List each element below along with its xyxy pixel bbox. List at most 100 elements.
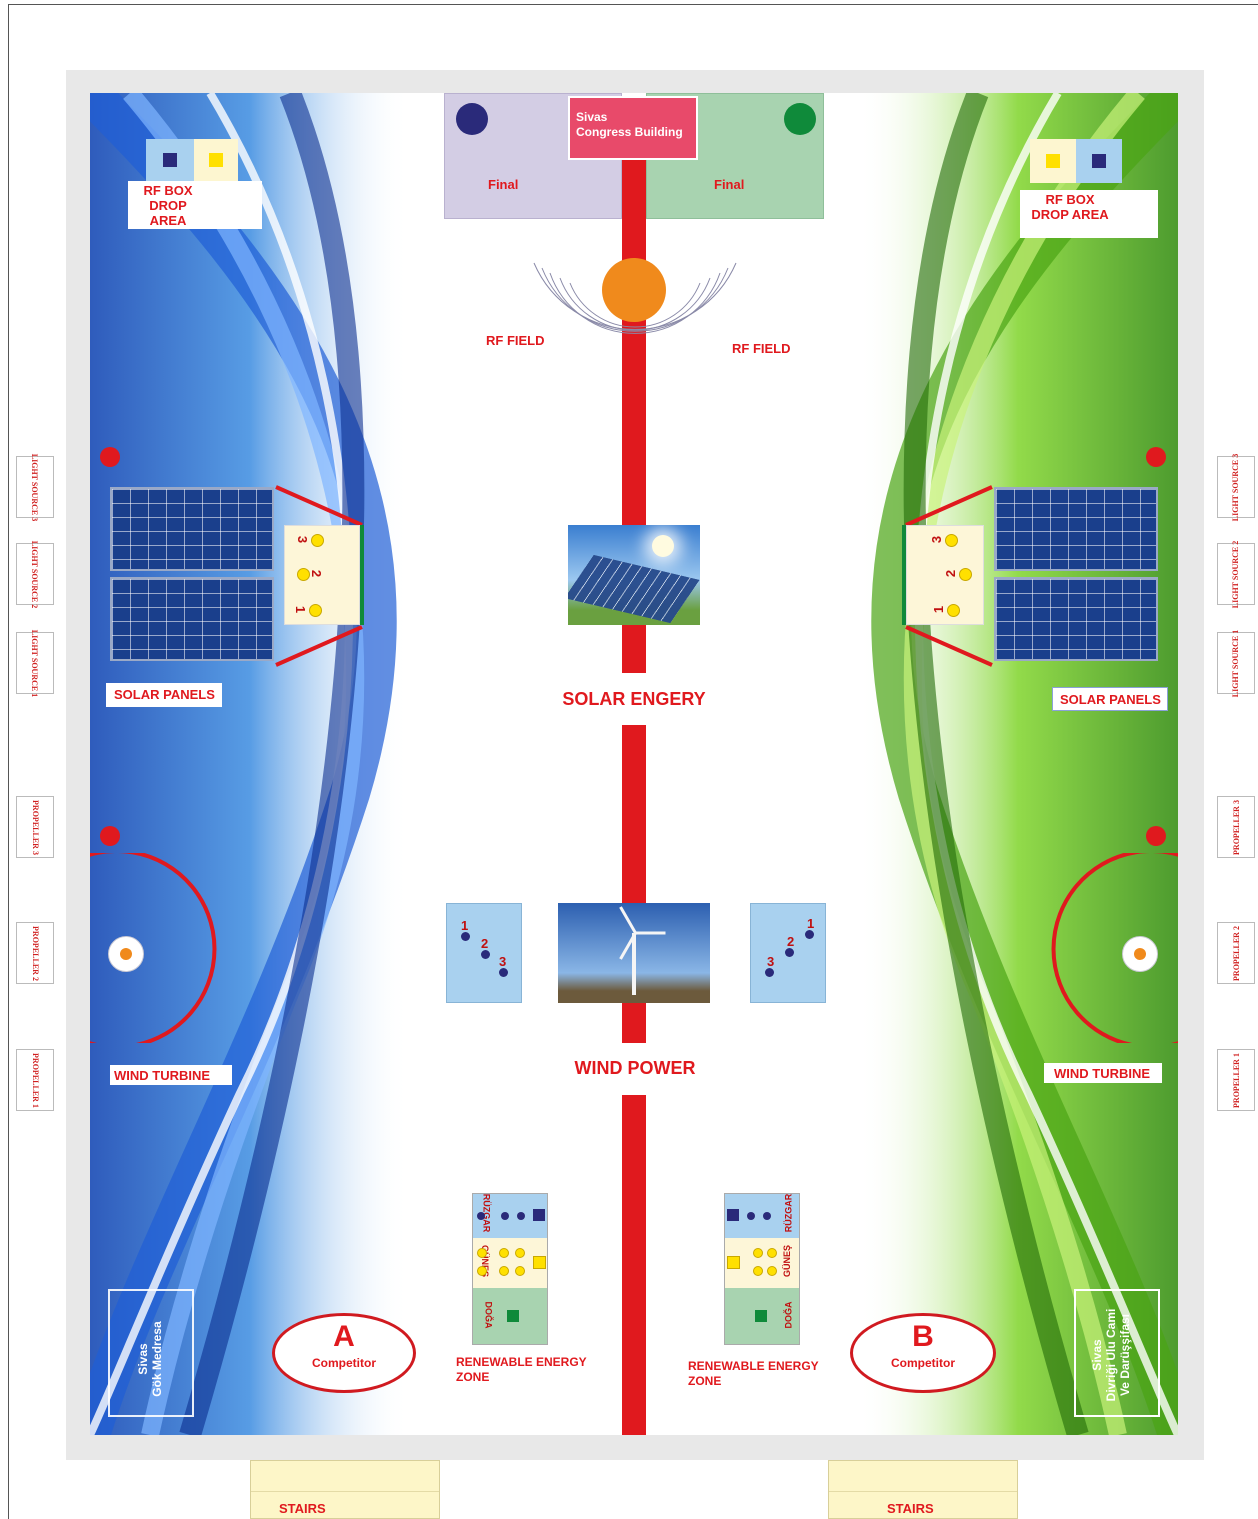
- left-propeller-3: PROPELLER 3: [16, 796, 54, 858]
- right-light-source-2: LIGHT SOURCE 2: [1217, 543, 1255, 605]
- left-propeller-2: PROPELLER 2: [16, 922, 54, 984]
- right-propeller-1-label: PROPELLER 1: [1232, 1053, 1241, 1108]
- blue-team-marker: [456, 103, 488, 135]
- renewable-zone-right: RÜZGAR GÜNEŞ DOĞA: [724, 1193, 800, 1345]
- wind-card-right-dot-1: [805, 930, 814, 939]
- left-wind-start-dot: [100, 826, 120, 846]
- wind-card-right-dot-3: [765, 968, 774, 977]
- left-zone-nature-label: DOĞA: [484, 1302, 494, 1329]
- right-slot-num-2: 2: [943, 570, 958, 577]
- left-zone-caption-line1: RENEWABLE ENERGY: [456, 1355, 587, 1370]
- right-propeller-1: PROPELLER 1: [1217, 1049, 1255, 1111]
- congress-building: Sivas Congress Building: [568, 96, 698, 160]
- wind-power-title: WIND POWER: [530, 1058, 740, 1079]
- right-wind-start-dot: [1146, 826, 1166, 846]
- left-slot-light-3: [311, 534, 324, 547]
- left-wind-label: WIND TURBINE: [114, 1068, 210, 1083]
- right-propeller-3: PROPELLER 3: [1217, 796, 1255, 858]
- wind-card-left-dot-3: [499, 968, 508, 977]
- left-zone-wind-row: RÜZGAR: [473, 1194, 547, 1238]
- wind-card-left-num-3: 3: [499, 954, 506, 969]
- right-zone-nature-label: DOĞA: [784, 1302, 794, 1329]
- wind-card-right-num-3: 3: [767, 954, 774, 969]
- landmark-right-line1: Sivas: [1090, 1295, 1104, 1415]
- left-solar-start-dot: [100, 447, 120, 467]
- wind-card-right: 1 2 3: [750, 903, 826, 1003]
- landmark-left-text: Sivas Gök Medresa: [136, 1309, 164, 1409]
- stairs-left-label: STAIRS: [279, 1501, 326, 1516]
- left-zone-nature-row: DOĞA: [473, 1288, 547, 1344]
- competitor-a-letter: A: [275, 1322, 413, 1352]
- left-light-source-3-label: LIGHT SOURCE 3: [31, 453, 40, 520]
- wind-card-left-dot-2: [481, 950, 490, 959]
- left-propeller-1: PROPELLER 1: [16, 1049, 54, 1111]
- left-light-source-1-label: LIGHT SOURCE 1: [31, 629, 40, 696]
- competitor-b-badge: B Competitor: [850, 1313, 996, 1393]
- landmark-left-line1: Sivas: [136, 1309, 150, 1409]
- right-slot-num-3: 3: [929, 536, 944, 543]
- left-solar-panel-top: [110, 487, 274, 571]
- left-zone-caption-line2: ZONE: [456, 1370, 587, 1385]
- right-propeller-2-label: PROPELLER 2: [1232, 926, 1241, 981]
- right-turbine-hub: [1122, 936, 1158, 972]
- rf-drop-left-line1: RF BOX: [134, 183, 202, 198]
- right-propeller-2: PROPELLER 2: [1217, 922, 1255, 984]
- rf-drop-right-text: RF BOX DROP AREA: [1030, 192, 1110, 222]
- building-line-2: Congress Building: [576, 125, 690, 140]
- stairs-right-label: STAIRS: [887, 1501, 934, 1516]
- wind-card-right-num-2: 2: [787, 934, 794, 949]
- rf-field-right-label: RF FIELD: [732, 341, 791, 356]
- rf-box-slot-yellow-right: [1030, 139, 1076, 183]
- final-right-label: Final: [714, 177, 744, 192]
- wind-card-left-dot-1: [461, 932, 470, 941]
- solar-photo: [568, 525, 700, 625]
- right-zone-wind-label: RÜZGAR: [783, 1194, 793, 1233]
- right-zone-caption-line2: ZONE: [688, 1374, 819, 1389]
- rf-emitter: [602, 258, 666, 322]
- rf-drop-right-line2: DROP AREA: [1030, 207, 1110, 222]
- rf-drop-left-text: RF BOX DROP AREA: [134, 183, 202, 228]
- wind-card-left-num-2: 2: [481, 936, 488, 951]
- left-propeller-1-label: PROPELLER 1: [31, 1053, 40, 1108]
- landmark-right-line2: Divriği Ulu Cami: [1104, 1295, 1118, 1415]
- right-slot-light-1: [947, 604, 960, 617]
- landmark-right-line3: Ve Darüşşifası: [1118, 1295, 1132, 1415]
- left-solar-panel-bottom: [110, 577, 274, 661]
- right-slot-light-3: [945, 534, 958, 547]
- rf-box-slot-blue-left: [146, 139, 194, 181]
- right-solar-start-dot: [1146, 447, 1166, 467]
- right-light-source-2-label: LIGHT SOURCE 2: [1232, 540, 1241, 607]
- competitor-a-badge: A Competitor: [272, 1313, 416, 1393]
- right-slot-light-2: [959, 568, 972, 581]
- left-light-source-2: LIGHT SOURCE 2: [16, 543, 54, 605]
- landmark-left-line2: Gök Medresa: [150, 1309, 164, 1409]
- rf-box-slot-yellow-left: [194, 139, 238, 181]
- right-zone-caption-line1: RENEWABLE ENERGY: [688, 1359, 819, 1374]
- arena-field: Final Final Sivas Congress Building RF B…: [90, 93, 1178, 1435]
- green-team-marker: [784, 103, 816, 135]
- right-light-source-3: LIGHT SOURCE 3: [1217, 456, 1255, 518]
- left-light-source-1: LIGHT SOURCE 1: [16, 632, 54, 694]
- right-solar-green-edge: [902, 525, 906, 625]
- landmark-left: Sivas Gök Medresa: [108, 1289, 194, 1417]
- left-light-source-3: LIGHT SOURCE 3: [16, 456, 54, 518]
- rf-box-slot-blue-right: [1076, 139, 1122, 183]
- left-light-source-2-label: LIGHT SOURCE 2: [31, 540, 40, 607]
- left-slot-light-2: [297, 568, 310, 581]
- right-zone-nature-row: DOĞA: [725, 1288, 799, 1344]
- left-zone-caption: RENEWABLE ENERGY ZONE: [456, 1355, 587, 1385]
- right-light-slot-card: 3 2 1: [906, 525, 984, 625]
- wind-turbine-photo: [558, 903, 710, 1003]
- right-zone-wind-row: RÜZGAR: [725, 1194, 799, 1238]
- building-line-1: Sivas: [576, 110, 690, 125]
- competitor-b-label: Competitor: [853, 1356, 993, 1370]
- right-solar-panel-bottom: [994, 577, 1158, 661]
- solar-energy-title: SOLAR ENGERY: [482, 689, 786, 710]
- right-wind-label: WIND TURBINE: [1054, 1066, 1150, 1081]
- wind-card-left-num-1: 1: [461, 918, 468, 933]
- left-solar-label: SOLAR PANELS: [114, 687, 215, 702]
- left-light-slot-card: 3 2 1: [284, 525, 360, 625]
- left-slot-num-3: 3: [295, 536, 310, 543]
- right-propeller-3-label: PROPELLER 3: [1232, 800, 1241, 855]
- rf-drop-right-line1: RF BOX: [1030, 192, 1110, 207]
